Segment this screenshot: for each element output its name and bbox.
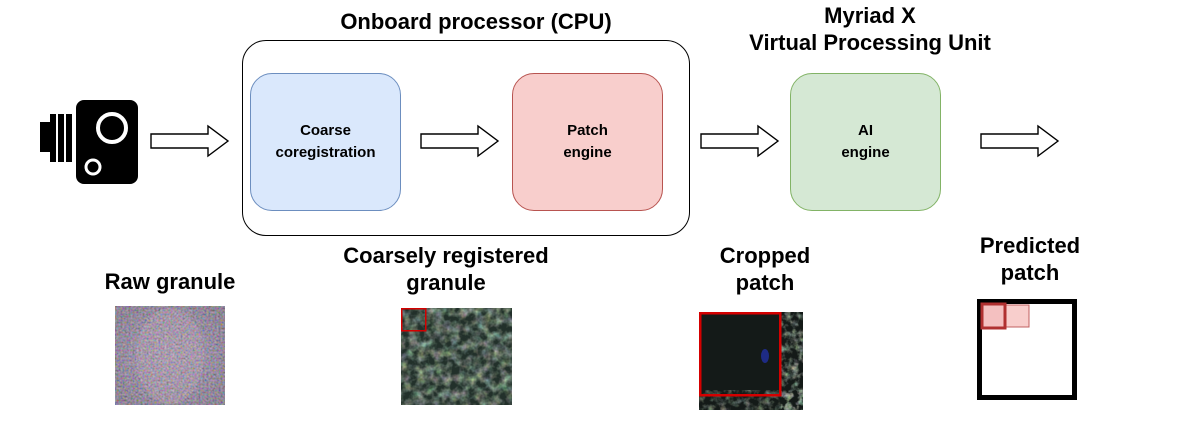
coreg-line2: coregistration (275, 144, 376, 161)
cropped-caption-line1: Cropped (719, 243, 811, 268)
arrow-right-icon (420, 124, 500, 158)
coarse-granule-image (401, 308, 512, 405)
cpu-frame (242, 40, 690, 236)
ai-line2: engine (841, 144, 890, 161)
coreg-line1: Coarse (300, 122, 351, 139)
cpu-title: Onboard processor (CPU) (340, 9, 612, 34)
coarse-caption-line2: granule (406, 270, 486, 295)
coarse-granule-caption: Coarsely registered granule (296, 242, 596, 296)
arrow-right-icon (700, 124, 780, 158)
predicted-patch-frame (977, 299, 1077, 400)
ai-engine-block: AI engine (790, 73, 941, 211)
coarse-coregistration-block: Coarse coregistration (250, 73, 401, 211)
cropped-caption-line2: patch (735, 270, 795, 295)
vpu-title: Myriad X Virtual Processing Unit (690, 2, 1050, 56)
vpu-title-line1: Myriad X (824, 3, 916, 28)
predicted-patch-caption: Predicted patch (945, 232, 1115, 286)
cropped-patch-image (699, 312, 803, 410)
cropped-patch-caption: Cropped patch (680, 242, 850, 296)
camera-icon (40, 100, 140, 186)
predicted-caption-line1: Predicted (979, 233, 1081, 258)
coarse-caption-line1: Coarsely registered (343, 243, 549, 268)
patch-engine-block: Patch engine (512, 73, 663, 211)
raw-granule-image (115, 306, 225, 405)
raw-granule-caption: Raw granule (104, 269, 236, 294)
arrow-right-icon (980, 124, 1060, 158)
patch-line1: Patch (567, 122, 608, 139)
predicted-caption-line2: patch (1000, 260, 1060, 285)
arrow-right-icon (150, 124, 230, 158)
patch-line2: engine (563, 144, 612, 161)
ai-line1: AI (858, 122, 873, 139)
vpu-title-line2: Virtual Processing Unit (749, 30, 991, 55)
